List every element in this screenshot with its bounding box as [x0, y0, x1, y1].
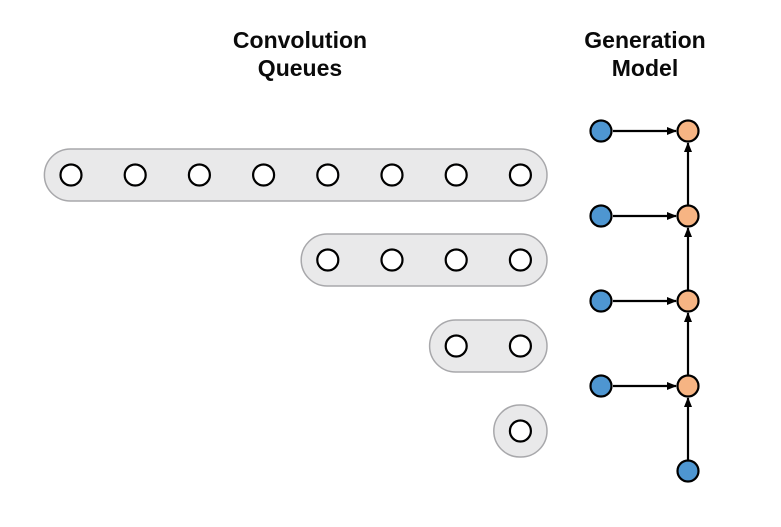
queue-pill	[43, 148, 548, 202]
queue-slot	[123, 163, 147, 187]
bottom-input-node	[676, 459, 700, 483]
output-node	[676, 119, 700, 143]
output-node	[676, 374, 700, 398]
input-node	[589, 289, 613, 313]
convolution-queues-title: Convolution Queues	[233, 26, 367, 82]
queue-slot	[380, 163, 404, 187]
queue-slot	[508, 419, 533, 443]
convolution-queues-title-line2: Queues	[257, 55, 343, 81]
input-node	[589, 119, 613, 143]
queue-slot	[508, 248, 533, 272]
queue-slot	[444, 163, 468, 187]
queue-slot	[316, 163, 340, 187]
queue-slot	[444, 248, 468, 272]
output-node	[676, 204, 700, 228]
generation-model-title-line2: Model	[611, 55, 679, 81]
queue-slot	[187, 163, 211, 187]
queue-slot	[444, 334, 468, 358]
input-node	[589, 204, 613, 228]
generation-model-title-line1: Generation	[584, 27, 706, 53]
queue-slot	[59, 163, 83, 187]
queue-slot	[380, 248, 404, 272]
queue-slot	[508, 163, 533, 187]
convolution-queues-title-line1: Convolution	[232, 27, 368, 53]
queue-slot	[316, 248, 340, 272]
queue-slot	[508, 334, 533, 358]
output-node	[676, 289, 700, 313]
queue-slot	[252, 163, 276, 187]
queue-pill	[428, 319, 548, 373]
queue-pill	[300, 233, 548, 287]
generation-model-title: Generation Model	[584, 26, 705, 82]
input-node	[589, 374, 613, 398]
